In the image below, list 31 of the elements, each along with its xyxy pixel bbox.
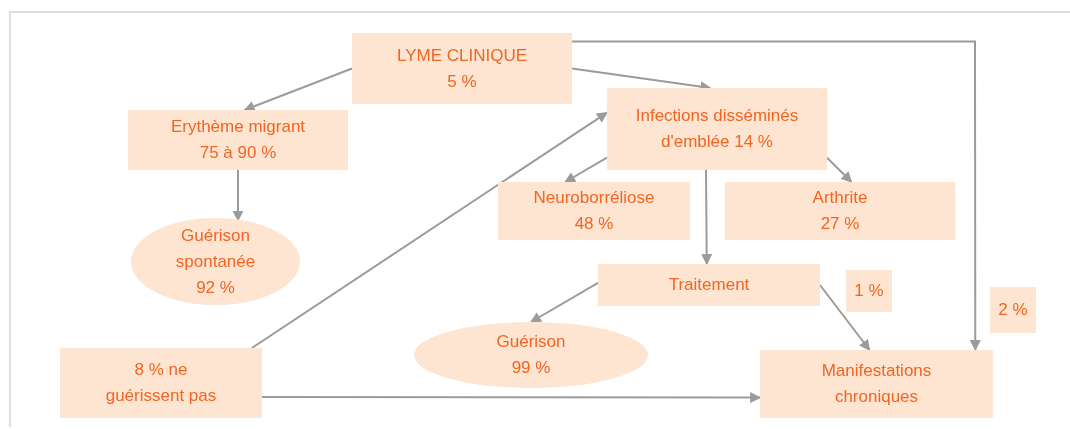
arrow xyxy=(564,156,608,183)
arrow xyxy=(261,392,762,404)
process-box xyxy=(598,264,820,306)
process-box xyxy=(760,350,993,418)
node-label: Arthrite 27 % xyxy=(811,187,869,235)
node-label: Traitement xyxy=(668,274,750,296)
node-label: Erythème migrant 75 à 90 % xyxy=(169,116,307,164)
arrow xyxy=(819,284,871,351)
arrow xyxy=(250,111,608,349)
arrow xyxy=(243,67,353,112)
arrow xyxy=(701,169,713,266)
node-label: 2 % xyxy=(998,299,1028,321)
process-box xyxy=(607,88,827,170)
process-box xyxy=(725,182,955,240)
node-label: 8 % ne guérissent pas xyxy=(104,359,218,407)
process-box xyxy=(498,182,690,240)
process-box xyxy=(990,287,1036,333)
process-box xyxy=(128,110,348,170)
node-label: LYME CLINIQUE 5 % xyxy=(395,44,529,93)
arrow xyxy=(826,156,853,183)
arrow xyxy=(571,40,981,352)
process-box xyxy=(846,270,892,312)
arrow xyxy=(530,281,599,323)
node-label: 1 % xyxy=(854,280,884,302)
node-label: Guérison spontanée 92 % xyxy=(174,224,257,299)
node-label: Guérison 99 % xyxy=(495,331,567,379)
node-label: Infections disséminés d'emblée 14 % xyxy=(634,105,800,153)
process-box xyxy=(352,33,572,104)
node-label: Neuroborréliose 48 % xyxy=(532,187,656,235)
process-box xyxy=(60,348,262,418)
node-label: Manifestations chroniques xyxy=(820,360,933,408)
